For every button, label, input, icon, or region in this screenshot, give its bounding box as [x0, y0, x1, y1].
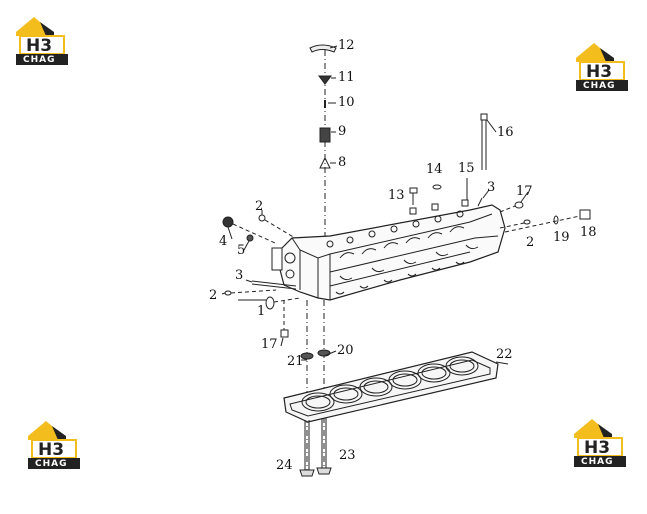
part-17-lower-shape — [280, 329, 289, 338]
callout-24: 24 — [276, 458, 293, 473]
callout-15: 15 — [458, 161, 475, 176]
callout-13: 13 — [388, 188, 405, 203]
part-17-right-shape — [514, 201, 524, 209]
callout-23: 23 — [339, 448, 356, 463]
part-18-shape — [579, 209, 591, 220]
part-2-left-shape — [258, 214, 266, 222]
cylinder-head-body — [271, 199, 506, 301]
callout-19: 19 — [553, 230, 570, 245]
part-4-shape — [222, 216, 234, 228]
callout-17-right: 17 — [516, 184, 533, 199]
callout-18: 18 — [580, 225, 597, 240]
brand-logo-top-left: H3 CHAG — [12, 14, 68, 66]
callout-11: 11 — [338, 70, 355, 85]
part-14-shape — [432, 184, 442, 190]
part-2-lower-shape — [224, 290, 232, 296]
part-9-shape — [319, 127, 331, 143]
part-19-shape — [553, 215, 559, 225]
callout-10: 10 — [338, 95, 355, 110]
part-23-24-valves-shape — [299, 418, 332, 477]
callout-20: 20 — [337, 343, 354, 358]
part-5-shape — [246, 234, 254, 242]
callout-5: 5 — [237, 243, 246, 258]
callout-9: 9 — [338, 124, 347, 139]
callout-17-lower: 17 — [261, 337, 278, 352]
part-21-shape — [300, 352, 314, 360]
brand-logo-top-right: H3 CHAG — [572, 40, 628, 92]
part-8-shape — [319, 156, 331, 169]
callout-22: 22 — [496, 347, 513, 362]
callout-1: 1 — [257, 304, 266, 319]
callout-16: 16 — [497, 125, 514, 140]
part-12-shape — [309, 44, 337, 53]
callout-12: 12 — [338, 38, 355, 53]
callout-2-lower-left: 2 — [209, 288, 218, 303]
part-13-shape — [409, 187, 418, 194]
callout-3-right: 3 — [487, 180, 496, 195]
callout-21: 21 — [287, 354, 304, 369]
callout-4: 4 — [219, 234, 228, 249]
brand-logo-bottom-right: H3 CHAG — [570, 416, 626, 468]
part-3-left-shape — [251, 280, 297, 287]
callout-8: 8 — [338, 155, 347, 170]
part-2-right-shape — [523, 219, 531, 225]
brand-logo-bottom-left: H3 CHAG — [24, 418, 80, 470]
callout-2-right: 2 — [526, 235, 535, 250]
part-1-shape — [265, 296, 275, 310]
callout-2-upper-left: 2 — [255, 199, 264, 214]
callout-14: 14 — [426, 162, 443, 177]
callout-3-left: 3 — [235, 268, 244, 283]
part-20-shape — [317, 349, 331, 357]
part-3-right-shape — [477, 197, 483, 207]
part-22-gasket-shape — [283, 351, 499, 423]
part-11-shape — [318, 75, 332, 85]
